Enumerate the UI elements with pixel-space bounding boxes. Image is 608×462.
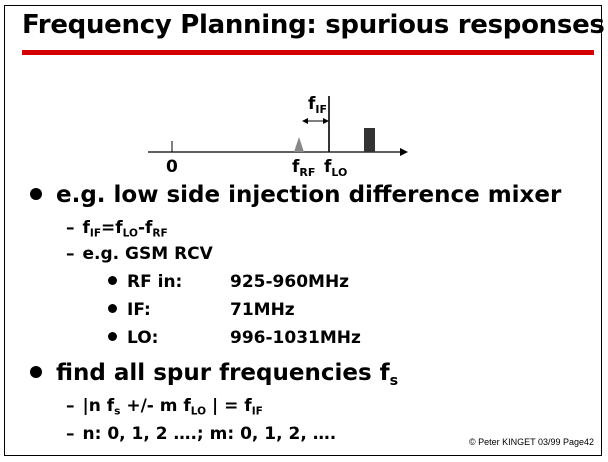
bullet-find-spur-frequencies: find all spur frequencies fs [30,360,398,389]
title-underline [22,50,594,55]
subitem-spur-equation: –|n fs +/- m fLO | = fIF [66,396,263,418]
if-row: IF: 71MHz [108,300,508,320]
bullet-dot [108,331,117,341]
rf-in-value: 925-960MHz [230,272,350,292]
bullet-low-side-injection: e.g. low side injection difference mixer [30,182,561,208]
lo-value: 996-1031MHz [230,328,361,348]
rf-in-row: RF in: 925-960MHz [108,272,508,292]
slide-frame [4,5,602,456]
bullet-dot [30,187,42,200]
lo-label: LO: [127,328,159,348]
subitem-n-m-ranges: –n: 0, 1, 2 ….; m: 0, 1, 2, …. [66,424,337,444]
subitem-fif-equation: –fIF=fLO-fRF [66,218,168,240]
if-label: IF: [127,300,151,320]
subitem-gsm-rcv: –e.g. GSM RCV [66,244,213,264]
slide-title: Frequency Planning: spurious responses [22,10,605,40]
if-value: 71MHz [230,300,295,320]
lo-row: LO: 996-1031MHz [108,328,508,348]
rf-in-label: RF in: [127,272,183,292]
bullet-dot [108,303,117,313]
slide-footer: © Peter KINGET 03/99 Page42 [469,437,595,447]
bullet-dot [30,365,42,378]
bullet-dot [108,275,117,285]
